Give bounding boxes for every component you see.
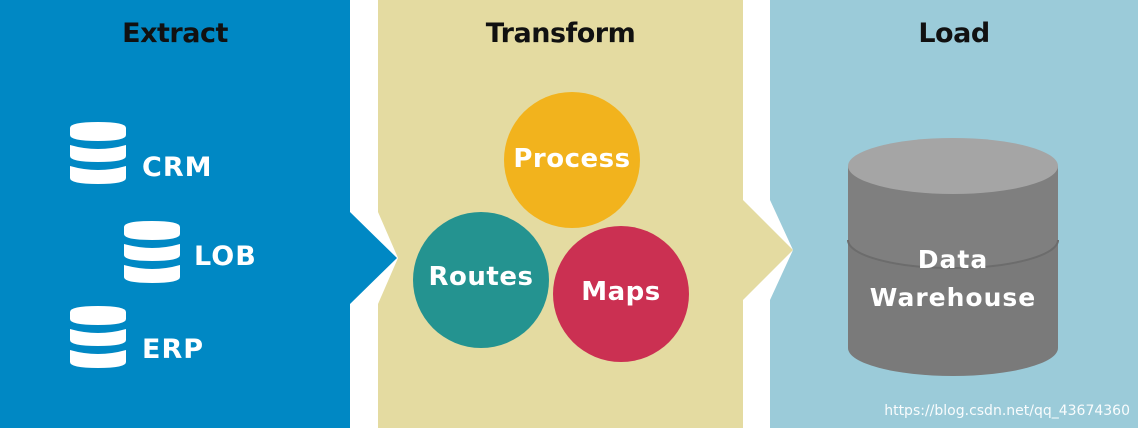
- watermark-text: https://blog.csdn.net/qq_43674360: [884, 403, 1130, 419]
- source-label-erp: ERP: [142, 334, 205, 365]
- warehouse-cylinder-icon: [847, 138, 1059, 376]
- routes-circle: [413, 212, 549, 348]
- process-circle: [504, 92, 640, 228]
- transform-title: Transform: [485, 18, 636, 49]
- routes-label: Routes: [428, 262, 534, 292]
- maps-circle: [553, 226, 689, 362]
- database-icon: [124, 221, 180, 283]
- warehouse-label: Data Warehouse: [848, 241, 1058, 317]
- warehouse-label-line2: Warehouse: [869, 283, 1037, 312]
- maps-label: Maps: [581, 277, 661, 307]
- source-label-lob: LOB: [194, 241, 257, 272]
- database-icon: [70, 306, 126, 368]
- warehouse-label-line1: Data: [917, 245, 989, 274]
- load-title: Load: [918, 18, 990, 49]
- process-label: Process: [513, 144, 631, 174]
- source-label-crm: CRM: [142, 152, 213, 183]
- extract-title: Extract: [122, 18, 228, 49]
- database-icon: [70, 122, 126, 184]
